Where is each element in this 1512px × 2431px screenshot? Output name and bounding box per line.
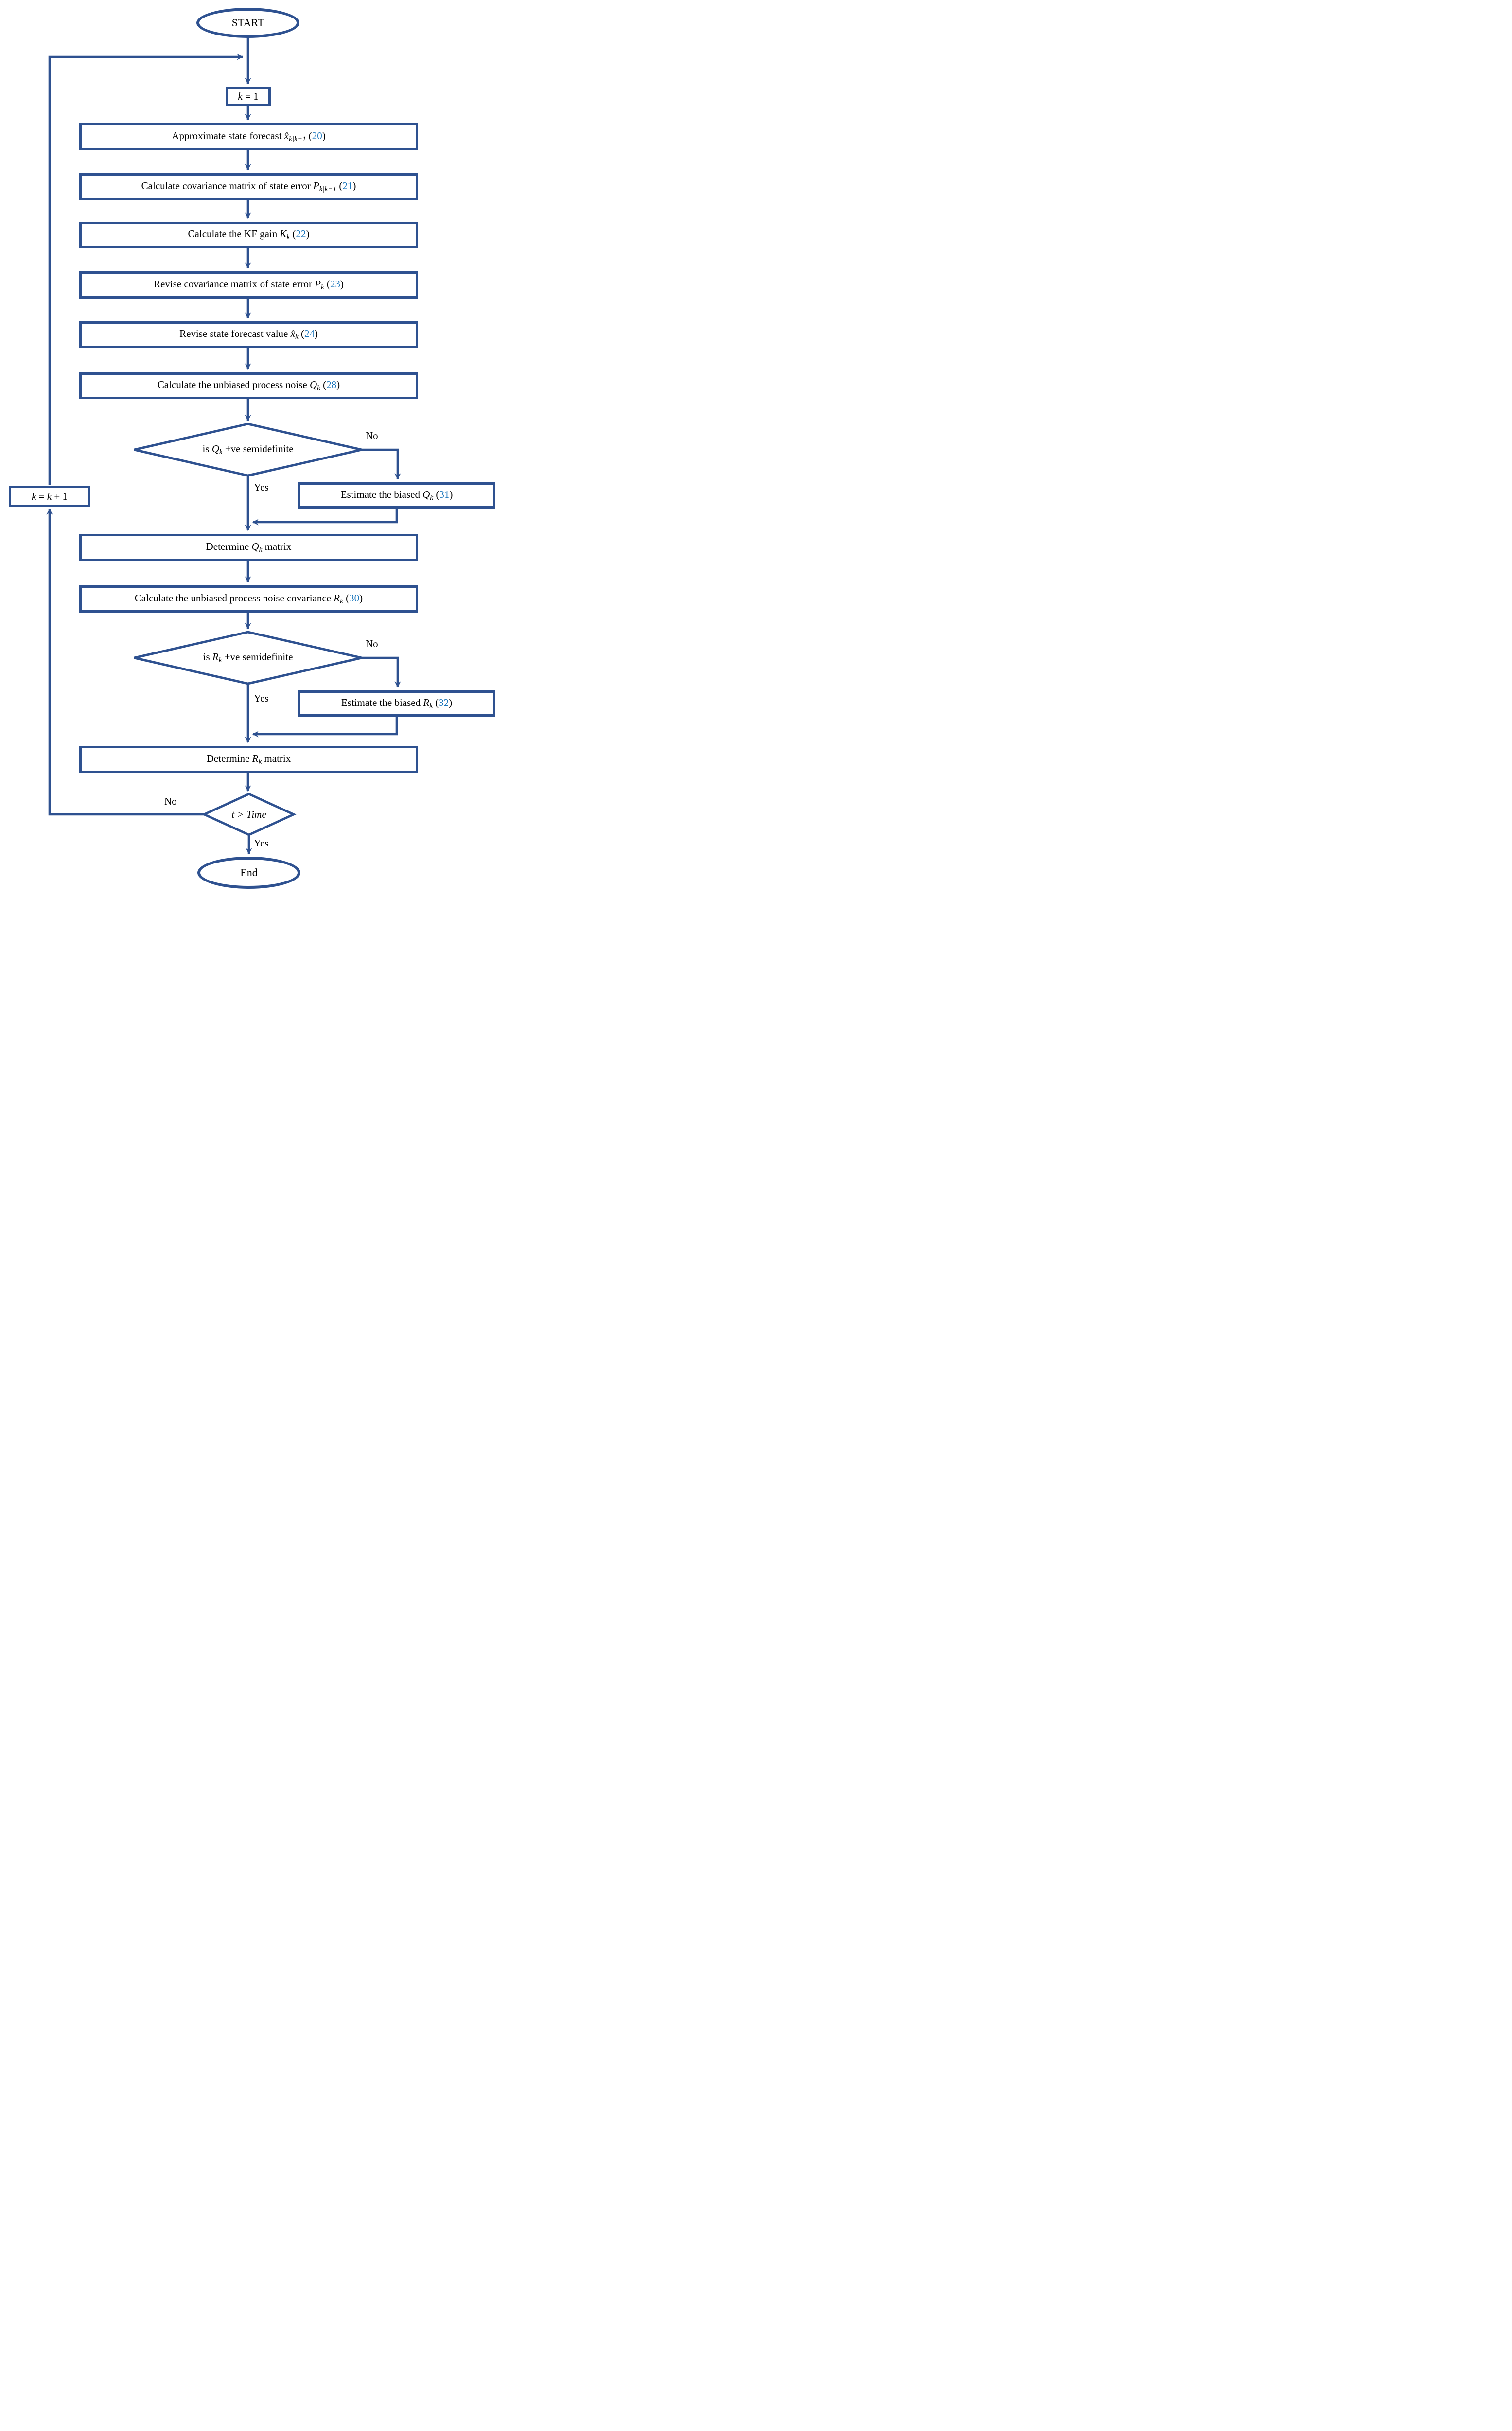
estimate-biased-qk-box: Estimate the biased Qk (31) — [298, 482, 495, 509]
decision-rk-yes-label: Yes — [254, 692, 269, 704]
decision-rk-shape — [134, 631, 362, 685]
estimate-biased-rk-box: Estimate the biased Rk (32) — [298, 690, 495, 717]
connectors-layer — [46, 37, 401, 855]
connector-decisiont-no-rail — [46, 508, 204, 816]
decision-qk-label: is Qk +ve semidefinite — [202, 442, 294, 457]
connector-e31-merge — [252, 509, 398, 526]
process-box-20: Approximate state forecast x̂k|k−1 (20) — [79, 123, 418, 150]
process-box-22: Calculate the KF gain Kk (22) — [79, 222, 418, 248]
connector-loop-return — [48, 53, 244, 485]
decision-qk-no-label: No — [366, 430, 378, 441]
process-box-21: Calculate covariance matrix of state err… — [79, 173, 418, 200]
start-terminator: START — [196, 8, 299, 38]
process-box-30: Calculate the unbiased process noise cov… — [79, 585, 418, 613]
start-label: START — [231, 17, 264, 29]
process-box-20-label: Approximate state forecast x̂k|k−1 (20) — [172, 129, 326, 143]
flowchart-canvas: START End k = 1 k = k + 1 Approximate st… — [0, 0, 504, 897]
process-box-22-label: Calculate the KF gain Kk (22) — [188, 228, 310, 242]
estimate-biased-rk-label: Estimate the biased Rk (32) — [341, 696, 453, 710]
determine-rk-label: Determine Rk matrix — [206, 752, 291, 766]
decision-rk-no-label: No — [366, 638, 378, 650]
process-box-23: Revise covariance matrix of state error … — [79, 271, 418, 299]
decision-time-shape — [201, 793, 297, 836]
decision-time-no-label: No — [164, 795, 177, 807]
connector-decisionq-no — [362, 448, 401, 480]
process-box-28-label: Calculate the unbiased process noise Qk … — [157, 379, 340, 392]
process-box-30-label: Calculate the unbiased process noise cov… — [134, 592, 363, 605]
process-box-24-label: Revise state forecast value x̂k (24) — [179, 328, 318, 341]
decision-rk-label: is Rk +ve semidefinite — [203, 651, 293, 665]
determine-qk-box: Determine Qk matrix — [79, 534, 418, 561]
decision-time-label: t > Time — [231, 808, 266, 820]
decision-qk-yes-label: Yes — [254, 481, 269, 493]
end-label: End — [240, 866, 258, 879]
init-k-box: k = 1 — [226, 87, 271, 106]
estimate-biased-qk-label: Estimate the biased Qk (31) — [340, 488, 453, 502]
connector-e32-merge — [252, 717, 398, 738]
determine-qk-label: Determine Qk matrix — [206, 540, 292, 554]
end-terminator: End — [197, 857, 300, 889]
increment-k-box: k = k + 1 — [9, 486, 90, 507]
process-box-23-label: Revise covariance matrix of state error … — [154, 278, 344, 291]
init-k-label: k = 1 — [238, 90, 259, 103]
determine-rk-box: Determine Rk matrix — [79, 746, 418, 773]
process-box-24: Revise state forecast value x̂k (24) — [79, 321, 418, 348]
increment-k-label: k = k + 1 — [32, 490, 68, 502]
decision-time-yes-label: Yes — [254, 837, 269, 849]
process-box-21-label: Calculate covariance matrix of state err… — [141, 179, 356, 193]
process-box-28: Calculate the unbiased process noise Qk … — [79, 372, 418, 399]
decision-qk-shape — [134, 423, 362, 477]
connector-decisionr-no — [362, 656, 401, 688]
